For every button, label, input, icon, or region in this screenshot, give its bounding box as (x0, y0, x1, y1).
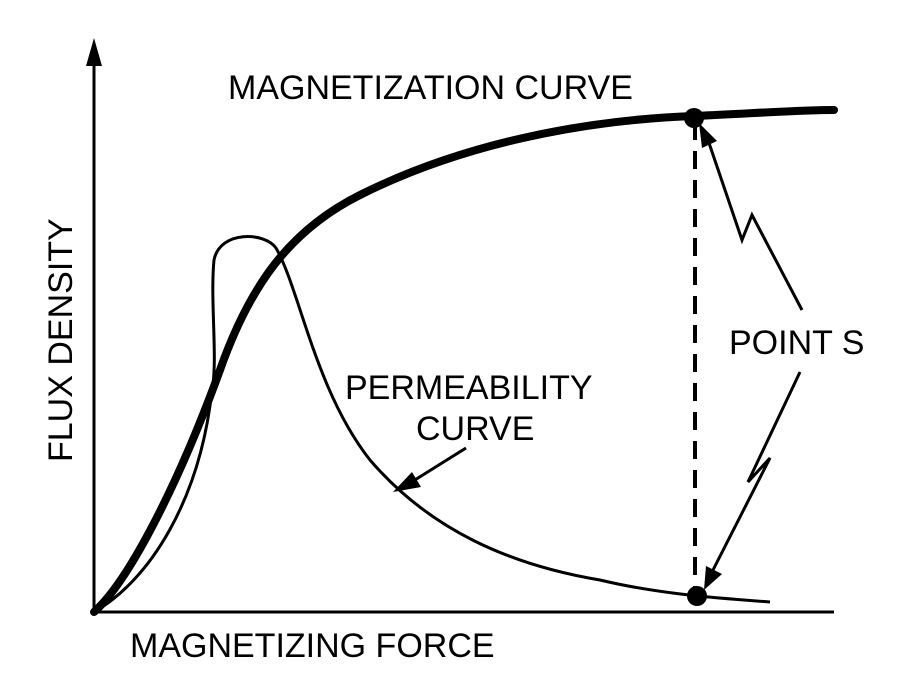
permeability-callout-arrowhead (393, 472, 421, 492)
point-s-upper-callout (699, 123, 804, 311)
y-axis-label: FLUX DENSITY (42, 218, 80, 462)
point-s-label: POINT S (729, 324, 864, 362)
permeability-curve (93, 235, 771, 614)
x-axis-label: MAGNETIZING FORCE (130, 627, 495, 665)
y-axis-arrowhead (86, 38, 102, 66)
point-s-lower-callout (704, 371, 802, 590)
axes (86, 38, 834, 614)
magnetization-curve-label: MAGNETIZATION CURVE (228, 69, 633, 107)
magnetization-curve (90, 106, 838, 616)
permeability-curve-label-line1: PERMEABILITY (345, 369, 593, 407)
point-s-lower-marker (687, 586, 707, 606)
permeability-callout-line (409, 446, 467, 485)
callout-line-upper (706, 139, 804, 311)
permeability-callout (393, 446, 467, 492)
callout-arrowhead-lower (704, 566, 722, 590)
permeability-curve-label-line2: CURVE (416, 410, 534, 448)
callout-line-lower (710, 371, 802, 573)
callout-arrowhead-upper (699, 123, 717, 148)
